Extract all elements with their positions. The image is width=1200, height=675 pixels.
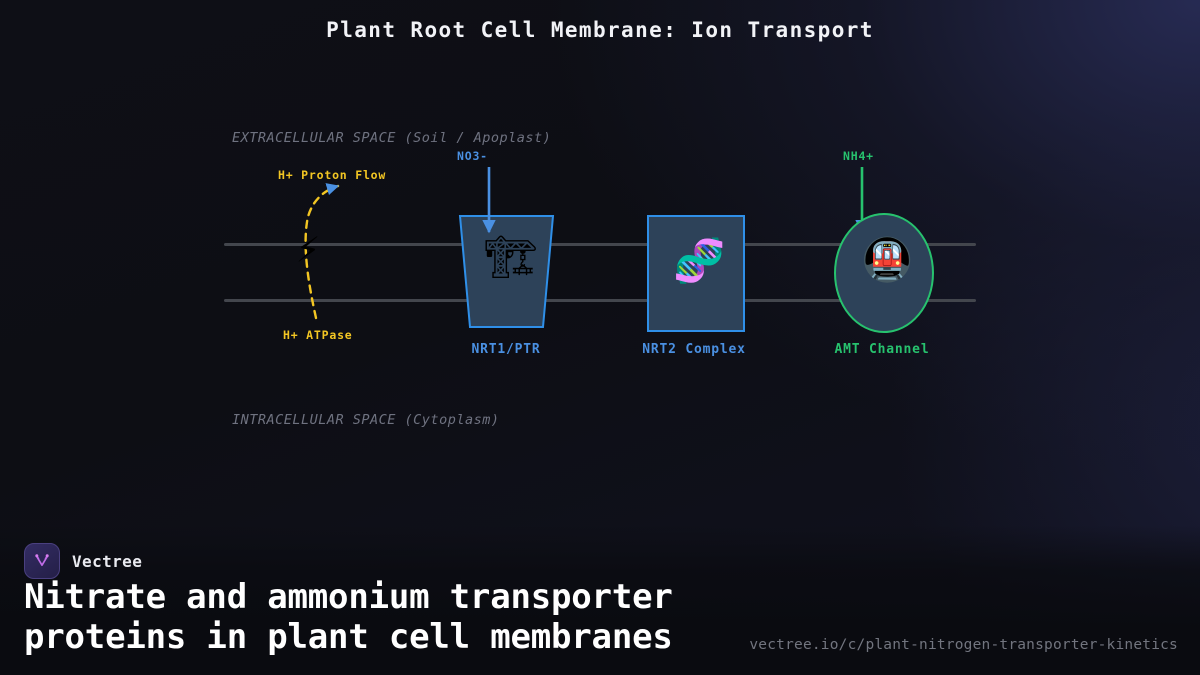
amt-ellipse-shape[interactable] — [834, 213, 934, 333]
vectree-logo-glyph — [35, 554, 49, 567]
intracellular-space-label: INTRACELLULAR SPACE (Cytoplasm) — [232, 412, 500, 428]
nrt2-complex-label: NRT2 Complex — [642, 342, 746, 357]
nitrate-ion-label: NO3- — [457, 149, 488, 163]
metro-train-icon: 🚇 — [861, 235, 914, 284]
proton-flow-label: H+ Proton Flow — [278, 168, 387, 182]
brand-name: Vectree — [72, 551, 143, 571]
dna-helix-icon: 🧬 — [673, 236, 726, 285]
extracellular-space-label: EXTRACELLULAR SPACE (Soil / Apoplast) — [232, 130, 552, 146]
amt-channel-label: AMT Channel — [834, 342, 930, 357]
high-voltage-bolt-icon: ⚡ — [296, 226, 321, 272]
membrane-inner-leaflet-line — [224, 299, 976, 302]
nrt2-rectangle-shape[interactable] — [647, 215, 745, 332]
ammonium-ion-label: NH4+ — [843, 149, 874, 163]
headline-line-1: Nitrate and ammonium transporter — [24, 577, 673, 617]
page-title: Plant Root Cell Membrane: Ion Transport — [326, 18, 874, 42]
footer-url[interactable]: vectree.io/c/plant-nitrogen-transporter-… — [749, 637, 1178, 653]
nrt1-ptr-label: NRT1/PTR — [471, 342, 541, 357]
membrane-outer-leaflet-line — [224, 243, 976, 246]
vectree-branch-logo-icon — [24, 543, 60, 579]
headline-line-2: proteins in plant cell membranes — [24, 616, 673, 657]
h-atpase-label: H+ ATPase — [283, 328, 353, 342]
construction-crane-icon: 🏗 — [484, 232, 538, 281]
footer-gradient-band — [0, 525, 1200, 675]
headline: Nitrate and ammonium transporter protein… — [24, 577, 754, 658]
brand-row[interactable]: Vectree — [24, 543, 142, 579]
